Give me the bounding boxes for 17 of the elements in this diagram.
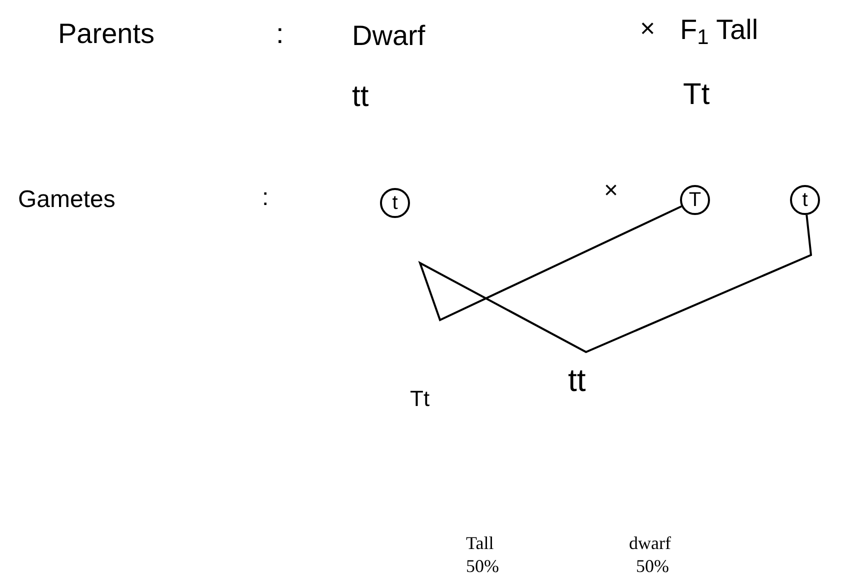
- label-text: :: [276, 17, 284, 51]
- label-text: 50%: [636, 555, 669, 578]
- label-text: Tt: [683, 77, 710, 113]
- label-text: ×: [604, 176, 618, 206]
- label-text: tt: [568, 361, 586, 400]
- connecting-line: [418, 205, 812, 354]
- label-text: :: [262, 183, 269, 213]
- label-text: Parents: [58, 17, 154, 51]
- label-text: 50%: [466, 555, 499, 578]
- label-text: Tt: [410, 385, 430, 412]
- label-text: Dwarf: [352, 19, 426, 53]
- label-text: Gametes: [18, 185, 116, 215]
- label-text: tt: [352, 79, 369, 115]
- label-text: Tall: [466, 532, 494, 554]
- label-text: F$_{1}$ Tall: [680, 13, 758, 47]
- label-text: dwarf: [629, 532, 671, 554]
- label-text: ×: [640, 12, 656, 44]
